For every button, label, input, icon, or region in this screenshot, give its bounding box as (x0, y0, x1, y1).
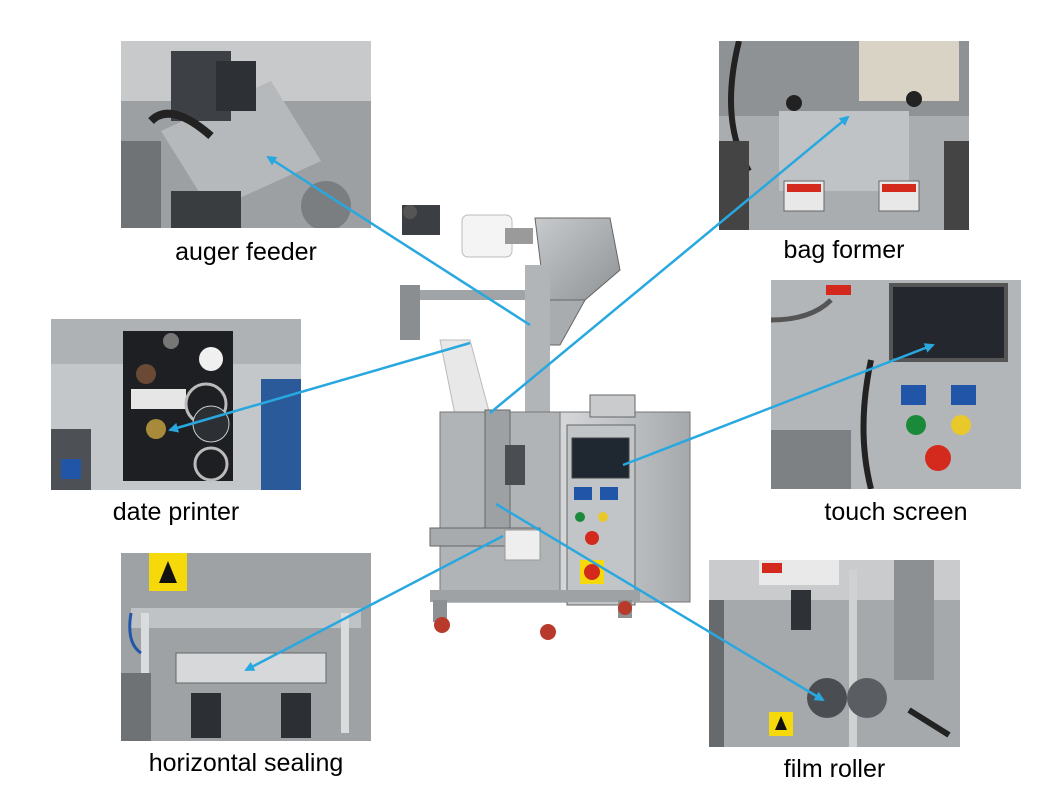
bag-former-photo (719, 41, 969, 230)
touch-screen-photo (771, 280, 1021, 489)
film-roller-photo (709, 560, 960, 747)
label-film-roller: film roller (783, 755, 886, 783)
label-bag-former: bag former (783, 236, 905, 264)
date-printer-photo (51, 319, 301, 490)
machine-body (400, 205, 691, 640)
horizontal-sealing-photo (121, 553, 371, 741)
label-date-printer: date printer (112, 498, 240, 526)
label-auger-feeder: auger feeder (175, 238, 317, 266)
auger-feeder-photo (121, 41, 371, 228)
label-touch-screen: touch screen (824, 498, 968, 526)
label-horizontal-sealing: horizontal sealing (148, 749, 344, 777)
